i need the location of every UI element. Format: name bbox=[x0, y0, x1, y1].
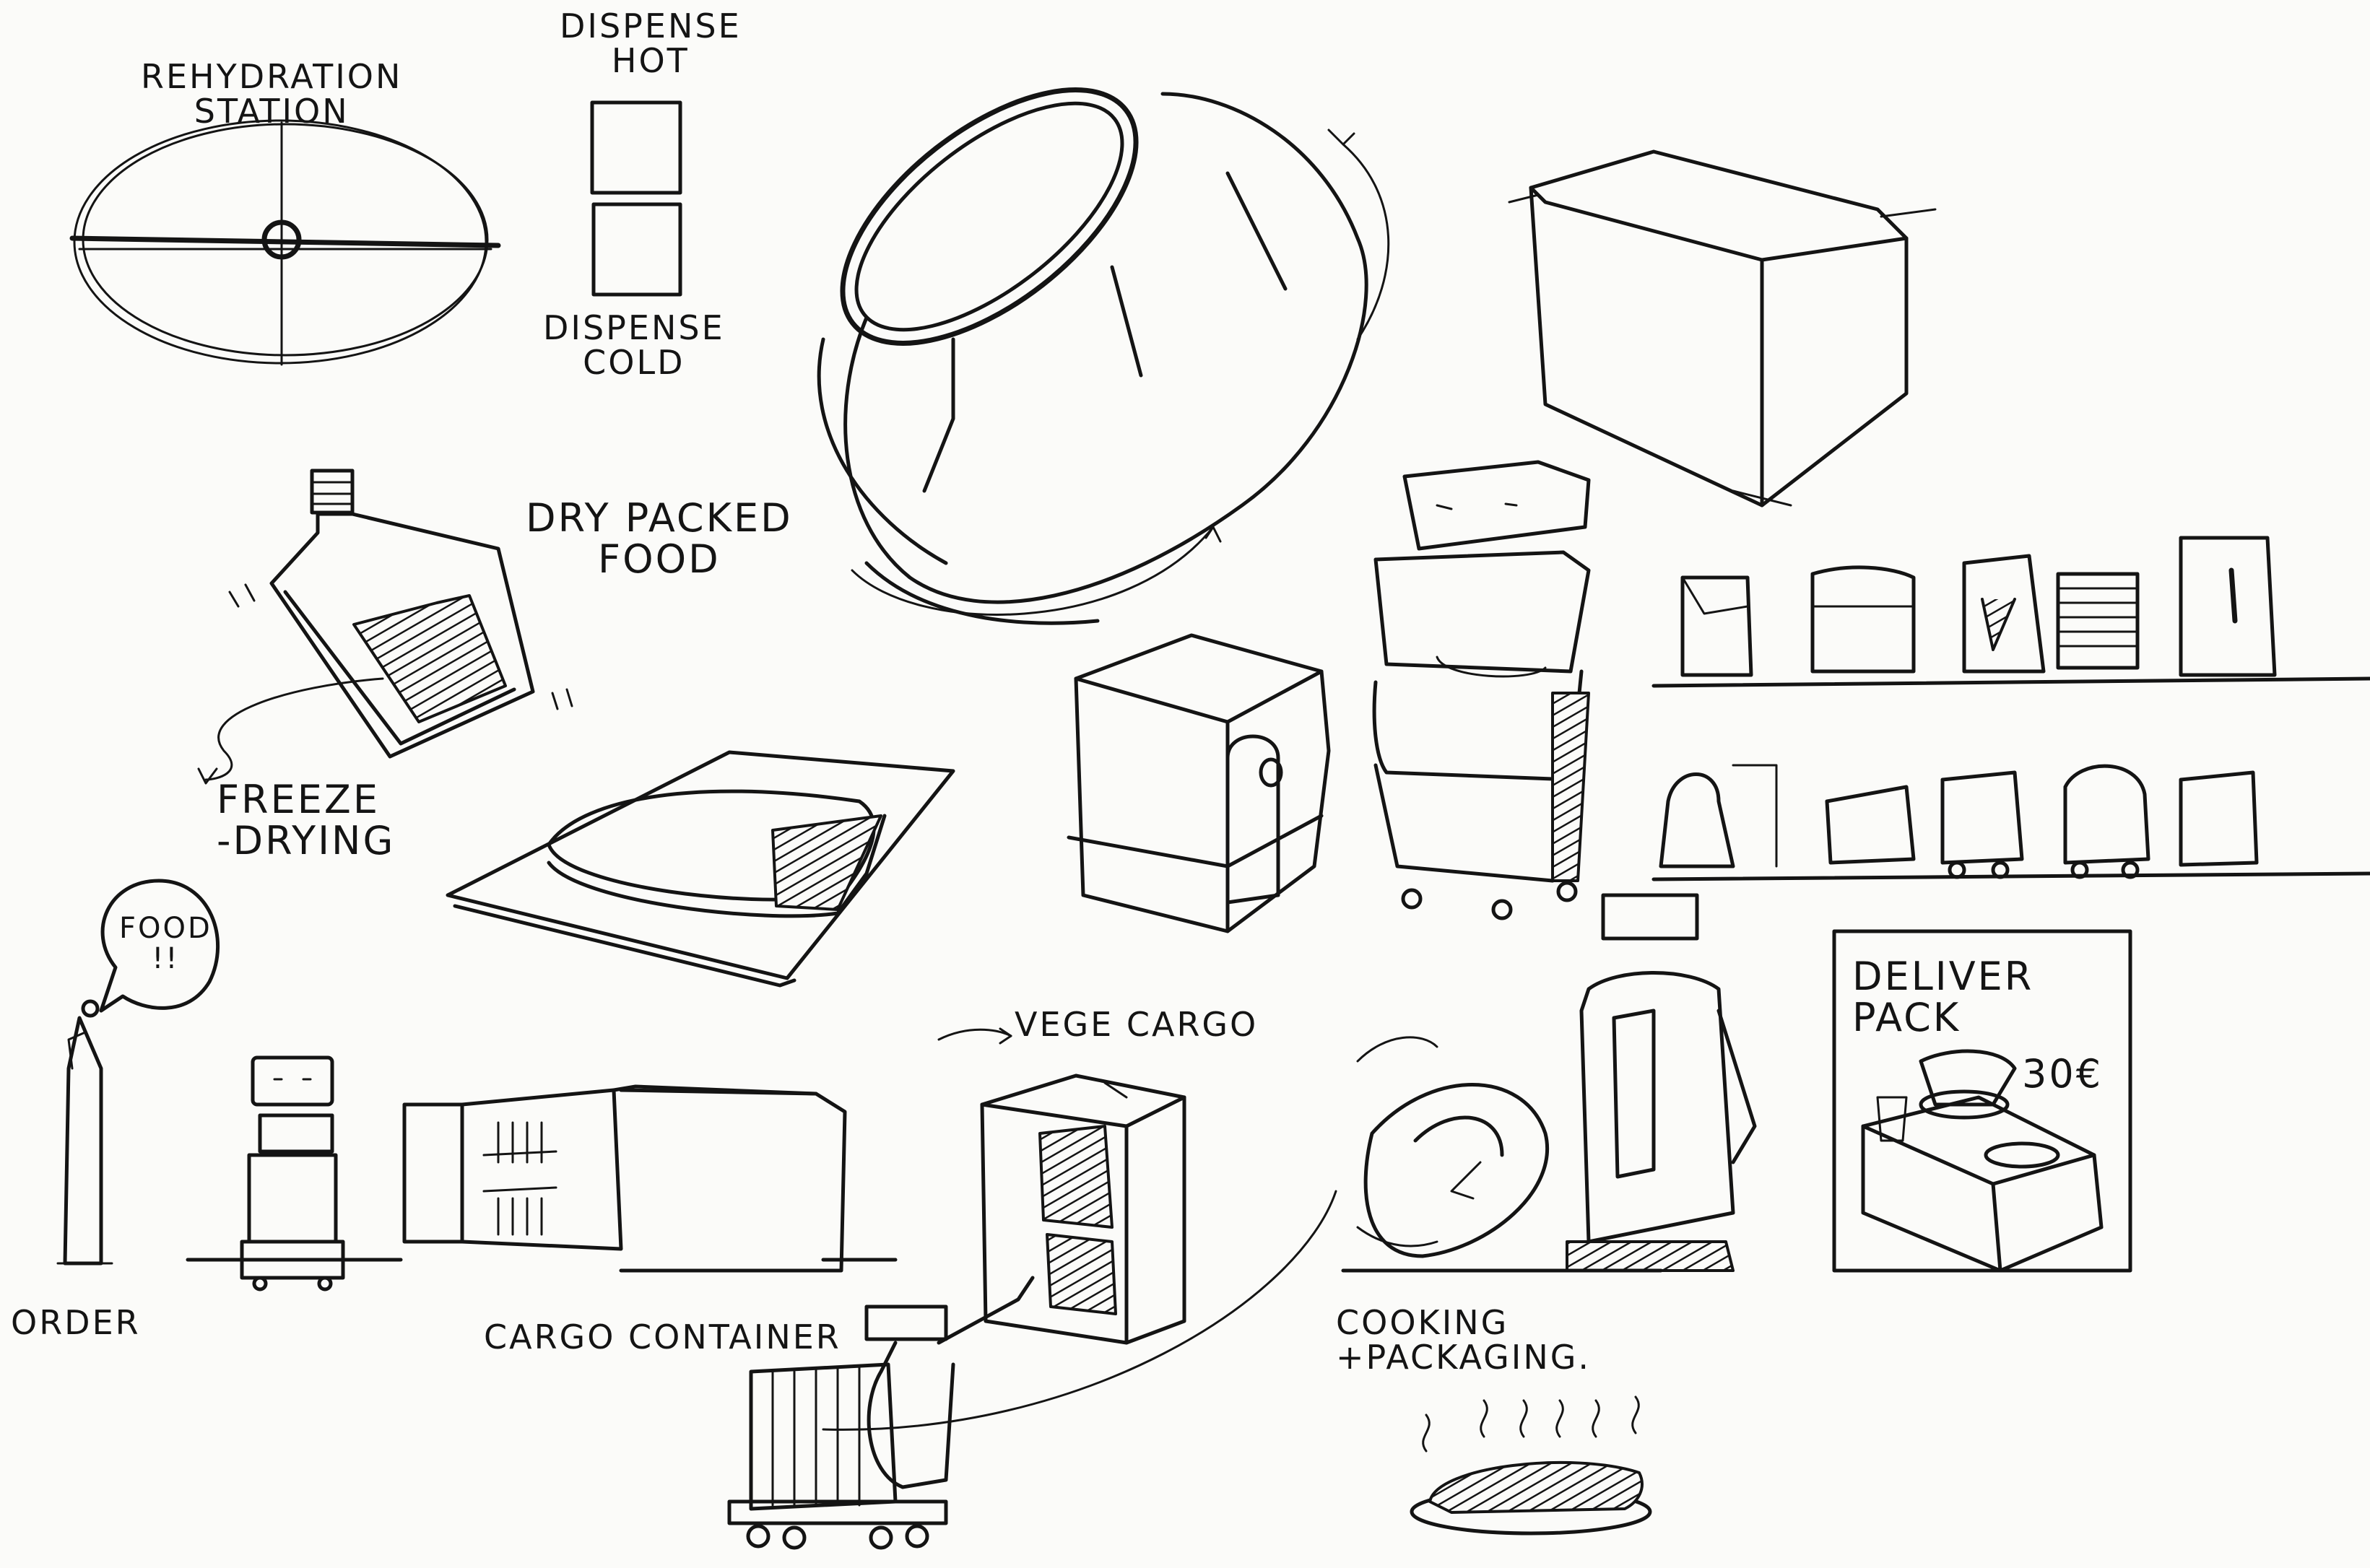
steaming-dish-sketch bbox=[1412, 1397, 1650, 1533]
cooking-robot-sketch bbox=[1343, 895, 1755, 1271]
robot-stack-sketch bbox=[1374, 462, 1589, 918]
speech-bubble-text: FOOD !! bbox=[119, 913, 212, 974]
rehydration-station-label: REHYDRATION STATION bbox=[141, 59, 402, 129]
tilted-pot-sketch bbox=[799, 42, 1389, 624]
freeze-drying-label: FREEZE -DRYING bbox=[217, 780, 395, 861]
dispense-hot-label: DISPENSE HOT bbox=[560, 9, 742, 79]
order-label: ORDER bbox=[11, 1305, 141, 1340]
price-label: 30€ bbox=[2022, 1054, 2103, 1095]
rehydration-station-sketch bbox=[72, 121, 498, 365]
cooking-packaging-label: COOKING +PACKAGING. bbox=[1336, 1305, 1591, 1375]
cargo-container-sketch bbox=[404, 1086, 895, 1271]
dispense-cold-label: DISPENSE COLD bbox=[543, 310, 725, 380]
vege-cargo-label: VEGE CARGO bbox=[1015, 1007, 1258, 1042]
cargo-robot-sketch bbox=[729, 1191, 1336, 1548]
module-unit-sketch bbox=[1069, 635, 1329, 931]
food-pouch-sketch bbox=[199, 471, 572, 783]
deliver-pack-label: DELIVER PACK bbox=[1852, 957, 2033, 1038]
top-appliance-shelf-sketch bbox=[1654, 538, 2370, 686]
vege-cargo-box-sketch bbox=[939, 1029, 1184, 1343]
dry-packed-food-label: DRY PACKED FOOD bbox=[526, 498, 793, 580]
cart-shelf-sketch bbox=[1654, 765, 2370, 879]
small-robot-sketch bbox=[188, 1058, 401, 1289]
dispense-buttons-sketch bbox=[592, 103, 680, 295]
cargo-container-label: CARGO CONTAINER bbox=[484, 1320, 841, 1354]
freeze-dried-tray-sketch bbox=[448, 752, 953, 985]
cube-sketch bbox=[1509, 152, 1935, 505]
